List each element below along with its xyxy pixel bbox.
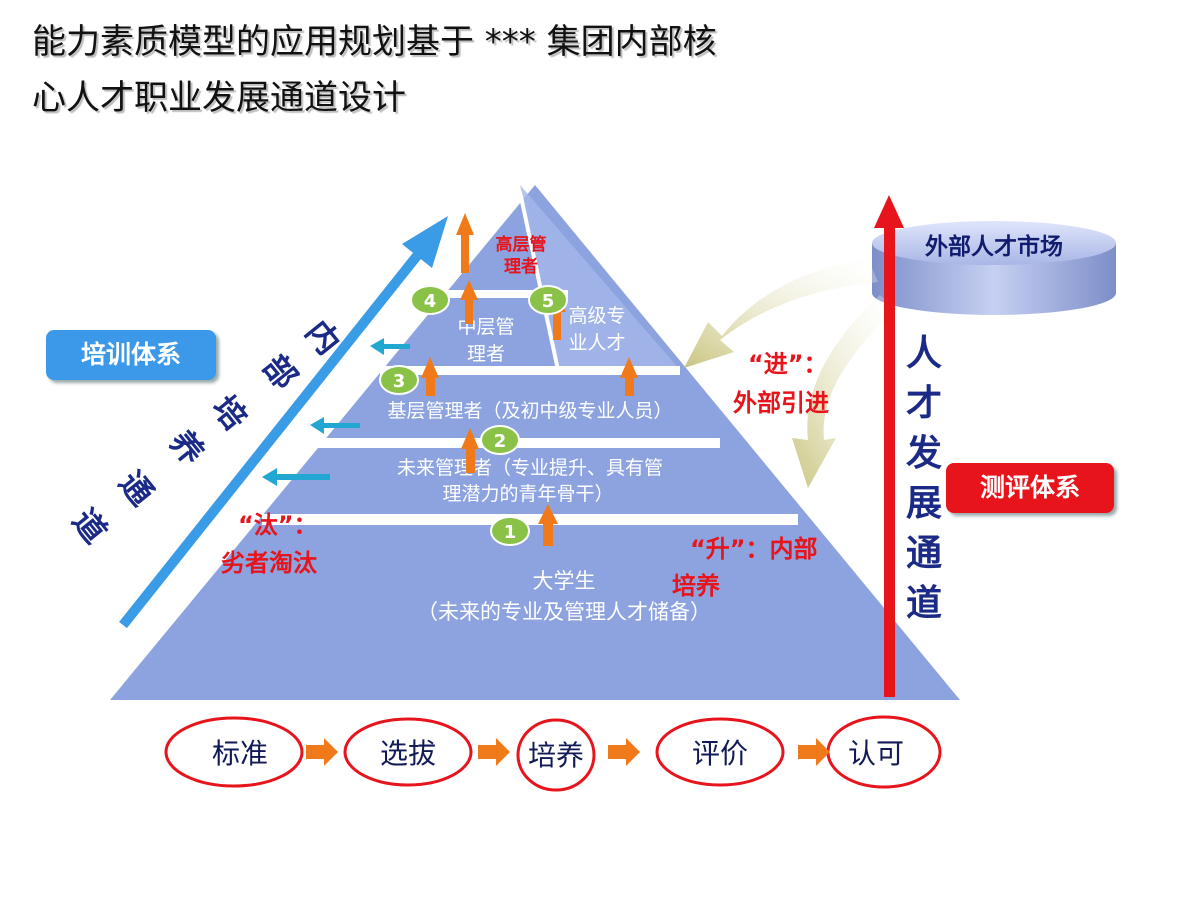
- assessment-system-badge: 测评体系: [946, 463, 1114, 513]
- process-flow: 标准 选拔 培养 评价 认可: [164, 715, 942, 792]
- step-marker-1: 1: [490, 516, 530, 546]
- future-management-label-2: 理潜力的青年骨干）: [442, 483, 613, 505]
- tier-line-4: [408, 290, 568, 298]
- promotion-arrow-icon: [421, 357, 439, 396]
- internal-channel-char: 通: [112, 464, 162, 513]
- tier-line-1: [262, 514, 798, 525]
- svg-text:4: 4: [424, 291, 437, 312]
- talent-channel-char: 展: [906, 483, 942, 524]
- slide-title: 能力素质模型的应用规划基于 *** 集团内部核 心人才职业发展通道设计: [32, 14, 932, 126]
- external-market-label: 外部人才市场: [925, 233, 1063, 260]
- left-arrow-icon: [262, 468, 330, 486]
- left-arrow-icon: [310, 417, 360, 434]
- talent-channel-char: 道: [906, 583, 942, 624]
- step-marker-4: 4: [410, 285, 450, 315]
- talent-development-arrow-icon: [874, 195, 904, 697]
- step-marker-2: 2: [480, 425, 520, 455]
- process-step-cultivation: 培养: [516, 718, 596, 792]
- tier-line-3: [380, 366, 680, 375]
- external-intake-arrow-icon: [684, 258, 878, 368]
- talent-channel-char: 通: [906, 533, 942, 574]
- graduate-label-2: （未来的专业及管理人才储备）: [417, 600, 711, 624]
- svg-text:培养: 培养: [528, 739, 584, 772]
- promotion-arrow-icon: [538, 504, 558, 546]
- enter-label-2: 外部引进: [733, 389, 829, 417]
- talent-channel-char: 才: [906, 383, 942, 424]
- title-line-2: 心人才职业发展通道设计: [32, 78, 406, 118]
- talent-channel-char: 人: [906, 333, 942, 374]
- internal-channel-char: 培: [205, 389, 255, 438]
- training-system-badge: 培训体系: [46, 330, 216, 380]
- svg-text:标准: 标准: [212, 737, 268, 770]
- talent-channel-text: 人 才 发 展 通 道: [906, 333, 942, 624]
- middle-management-label-2: 理者: [467, 343, 505, 365]
- svg-text:2: 2: [494, 431, 507, 452]
- left-arrow-icon: [370, 338, 410, 355]
- flow-arrow-icon: [608, 738, 640, 766]
- top-level-label-1: 高层管: [496, 234, 547, 255]
- external-intake-arrow-icon: [792, 295, 896, 488]
- svg-text:评价: 评价: [692, 737, 748, 770]
- promotion-arrow-icon: [461, 428, 479, 473]
- senior-divider: [518, 191, 560, 371]
- eliminate-label-1: “汰”：: [238, 511, 318, 539]
- enter-label-1: “进”：: [748, 350, 828, 378]
- external-talent-market: 外部人才市场: [872, 221, 1116, 315]
- rise-label-2: 培养: [672, 572, 720, 600]
- svg-text:3: 3: [393, 371, 406, 392]
- basic-management-label: 基层管理者（及初中级专业人员）: [387, 400, 672, 422]
- process-step-selection: 选拔: [343, 717, 473, 787]
- internal-channel-char: 养: [162, 423, 212, 472]
- step-marker-5: 5: [528, 285, 568, 315]
- flow-arrow-icon: [798, 738, 830, 766]
- step-markers: 1 2 3 4 5: [379, 285, 568, 546]
- graduate-label-1: 大学生: [533, 569, 596, 593]
- promotion-arrow-icon: [456, 213, 474, 273]
- promotion-arrow-icon: [620, 357, 638, 396]
- svg-text:选拔: 选拔: [380, 737, 436, 770]
- senior-pro-label-1: 高级专: [568, 305, 625, 327]
- future-management-label-1: 未来管理者（专业提升、具有管: [397, 457, 663, 479]
- internal-training-arrow-icon: [119, 216, 448, 629]
- internal-channel-char: 道: [65, 502, 115, 551]
- eliminate-label-2: 劣者淘汰: [221, 549, 317, 577]
- elimination-arrows: [262, 338, 410, 486]
- flow-arrow-icon: [478, 738, 510, 766]
- svg-text:认可: 认可: [848, 737, 904, 770]
- title-line-1: 能力素质模型的应用规划基于 *** 集团内部核: [32, 22, 717, 62]
- step-marker-3: 3: [379, 365, 419, 395]
- talent-channel-char: 发: [906, 433, 942, 474]
- svg-text:5: 5: [542, 291, 555, 312]
- top-level-label-2: 理者: [504, 256, 538, 277]
- internal-channel-char: 部: [255, 348, 305, 397]
- process-step-evaluation: 评价: [655, 717, 785, 787]
- rise-label-1: “升”：内部: [690, 535, 818, 563]
- process-step-recognition: 认可: [826, 715, 942, 789]
- promotion-arrow-icon: [460, 280, 478, 324]
- flow-arrow-icon: [306, 738, 338, 766]
- process-step-standard: 标准: [164, 716, 304, 788]
- senior-pro-label-2: 业人才: [568, 332, 625, 354]
- svg-text:1: 1: [504, 522, 517, 543]
